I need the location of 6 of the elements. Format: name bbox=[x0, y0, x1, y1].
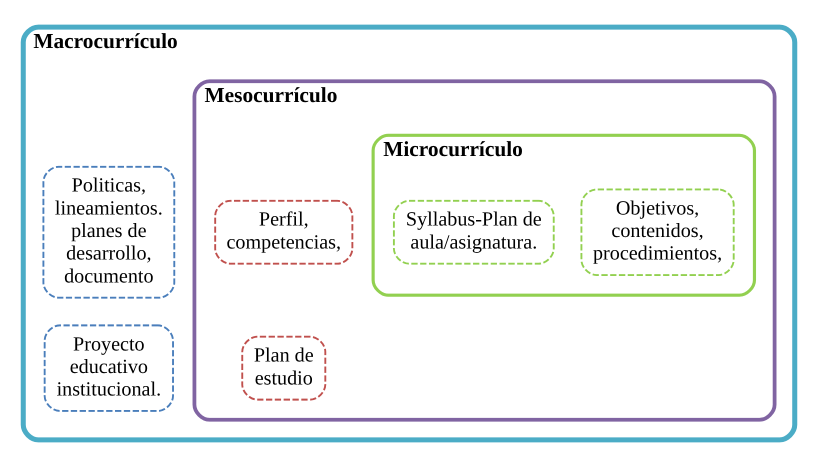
node-box: Perfil, competencias, bbox=[214, 200, 354, 265]
node-box: Politicas, lineamientos. planes de desarrollo, documento bbox=[42, 166, 176, 299]
node-box: Syllabus-Plan de aula/asignatura. bbox=[392, 200, 555, 265]
node-box: Objetivos, contenidos, procedimientos, bbox=[580, 188, 735, 276]
node-box: Plan de estudio bbox=[241, 336, 326, 401]
node-box: Proyecto educativo institucional. bbox=[44, 324, 174, 412]
